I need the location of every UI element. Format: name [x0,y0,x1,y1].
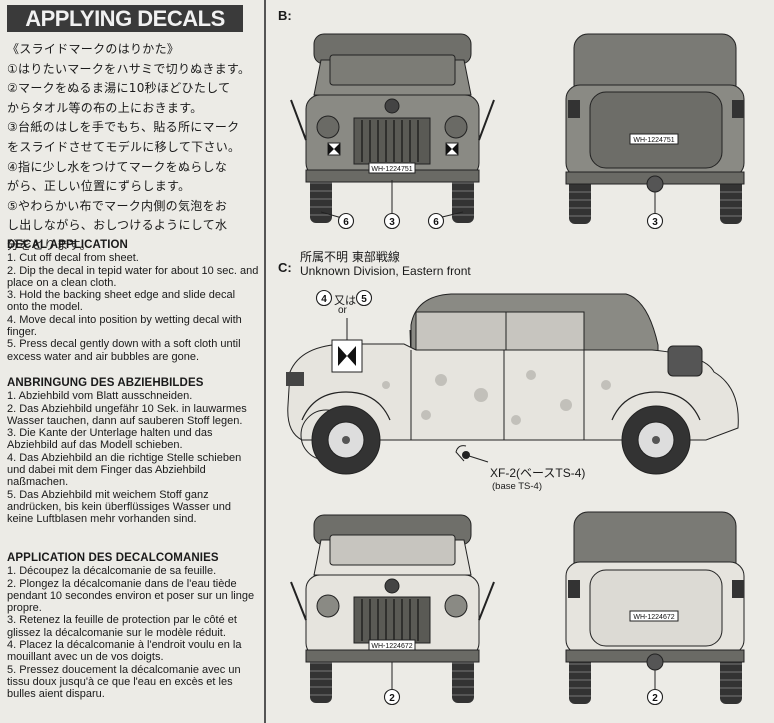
german-text: 1. Abziehbild vom Blatt ausschneiden. 2.… [7,390,247,526]
callout-number: 2 [652,693,658,704]
jp-line: ③台紙のはしを手でもち、貼る所にマーク [7,120,240,135]
view-label-c: C: [278,260,292,275]
or-label-jp: 又は [334,294,356,307]
license-plate: WH-1224672 [633,614,674,621]
french-heading: APPLICATION DES DECALCOMANIES [7,552,219,564]
license-plate: WH-1224672 [371,643,412,650]
c-rear-view [565,511,745,705]
german-heading: ANBRINGUNG DES ABZIEHBILDES [7,377,204,389]
callout-number: 2 [389,693,395,704]
english-section: DECAL APPLICATION 1. Cut off decal from … [7,239,259,363]
jp-line: ②マークをぬるま湯に10秒ほどひたして [7,81,231,96]
c-side-view [286,293,739,475]
english-heading: DECAL APPLICATION [7,239,128,251]
paint-code: XF-2(ベースTS-4) [490,466,586,480]
callout-number: 5 [361,294,367,305]
callout-number: 3 [652,217,658,228]
vehicle-diagrams: 6 3 6 3 4 5 2 2 WH-1224751 WH-1224751 WH… [286,33,745,706]
paint-callout: XF-2(ベースTS-4) (base TS-4) [490,464,585,492]
callout-number: 6 [343,217,349,228]
caption-c-jp: 所属不明 東部戦線 [300,250,400,264]
b-rear-view [565,33,745,225]
jp-line: がら、正しい位置にずらします。 [7,179,191,194]
caption-c-en: Unknown Division, Eastern front [300,264,471,278]
jp-line: ①はりたいマークをハサミで切りぬきます。 [7,61,251,76]
french-text: 1. Découpez la décalcomanie de sa feuill… [7,565,255,701]
jp-line: 《スライドマークのはりかた》 [7,42,180,56]
jp-line: からタオル等の布の上におきます。 [7,100,203,115]
jp-line: ⑤やわらかい布でマーク内側の気泡をお [7,198,228,213]
license-plate: WH-1224751 [633,137,674,144]
c-front-view [290,514,495,704]
jp-line: ④指に少し水をつけてマークをぬらしな [7,159,228,174]
license-plate: WH-1224751 [371,166,412,173]
callout-number: 3 [389,217,395,228]
japanese-instructions: 《スライドマークのはりかた》 ①はりたいマークをハサミで切りぬきます。 ②マーク… [7,40,257,256]
page-title: APPLYING DECALS [7,5,243,32]
german-section: ANBRINGUNG DES ABZIEHBILDES 1. Abziehbil… [7,377,259,526]
or-label-en: or [338,305,347,316]
callout-number: 4 [321,294,327,305]
jp-line: し出しながら、おしつけるようにして水 [7,218,228,233]
paint-base: (base TS-4) [492,481,542,492]
instructions-column: APPLYING DECALS 《スライドマークのはりかた》 ①はりたいマークを… [0,0,264,723]
jp-line: 分をとります。 [7,237,92,252]
french-section: APPLICATION DES DECALCOMANIES 1. Découpe… [7,552,259,701]
english-text: 1. Cut off decal from sheet. 2. Dip the … [7,252,259,363]
jp-line: をスライドさせてモデルに移して下さい。 [7,139,241,154]
column-divider [264,0,266,723]
view-label-b: B: [278,8,292,23]
b-front-view [290,33,495,224]
callout-number: 6 [433,217,439,228]
diagram-column: 6 3 6 3 4 5 2 2 WH-1224751 WH-1224751 WH… [266,0,774,723]
